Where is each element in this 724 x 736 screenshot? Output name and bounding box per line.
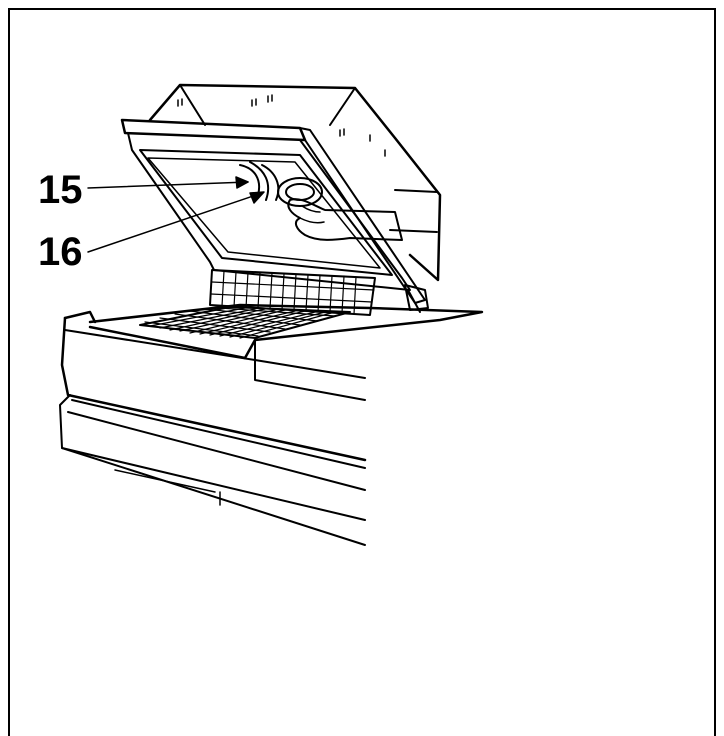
hood-frame — [120, 118, 429, 313]
hood-interior-parts — [239, 161, 323, 207]
hood-housing — [148, 83, 442, 282]
callout-label-15: 15 — [38, 168, 83, 212]
rear-grille — [209, 269, 376, 316]
base-cabinet — [59, 310, 367, 546]
leader-15 — [87, 181, 249, 189]
leader-16 — [87, 192, 263, 253]
callout-label-16: 16 — [38, 230, 83, 274]
work-tray — [88, 303, 484, 360]
arrowhead-16 — [249, 191, 265, 204]
arrowhead-15 — [235, 176, 249, 189]
operator-hand — [287, 198, 403, 241]
figure-frame — [8, 8, 716, 736]
callout-leaders — [87, 176, 265, 253]
